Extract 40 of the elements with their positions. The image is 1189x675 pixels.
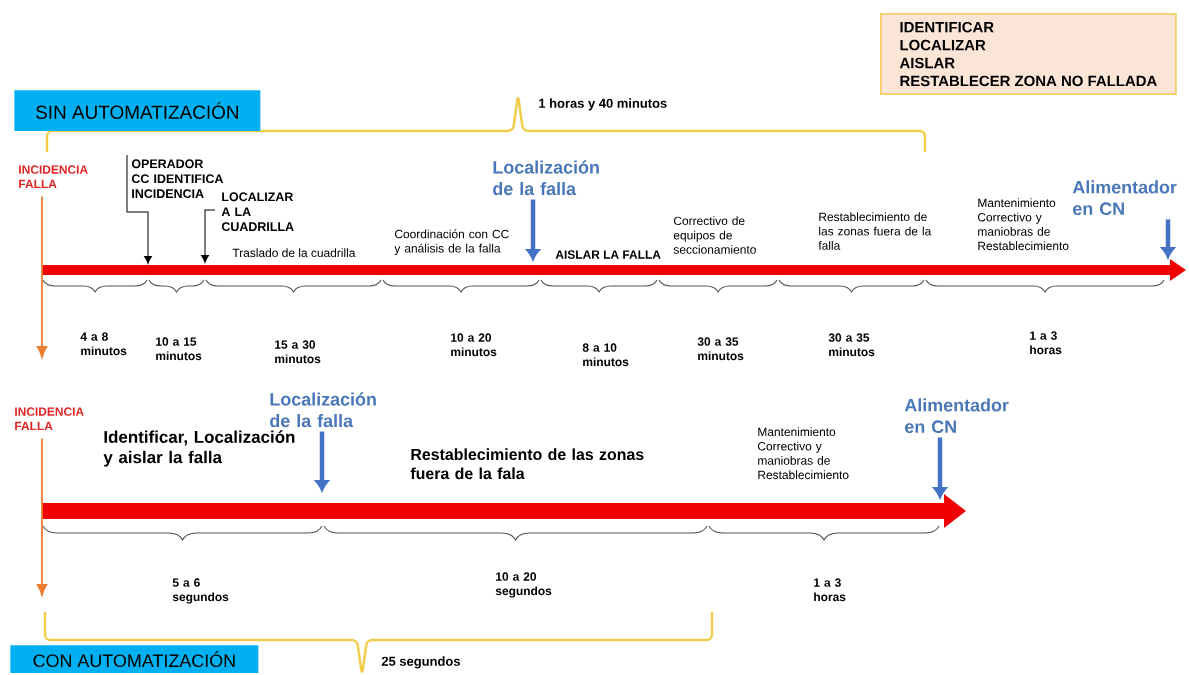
duration-label: 4 a 8 minutos [80, 332, 127, 356]
phase-label: Mantenimiento Correctivo y maniobras de Restablecimiento [757, 427, 849, 480]
duration-label: 1 a 3 horas [814, 578, 846, 602]
duration-label: 15 a 30 minutos [275, 340, 321, 364]
duration-label: 10 a 15 minutos [156, 337, 202, 361]
event-label: INCIDENCIA FALLA [19, 165, 88, 189]
duration-label: 1 horas y 40 minutos [539, 98, 667, 111]
section-banner: CON AUTOMATIZACIÓN [10, 645, 259, 674]
duration-label: 30 a 35 minutos [697, 337, 744, 361]
duration-label: 8 a 10 minutos [582, 343, 629, 367]
phase-label: Identificar, Localización y aislar la falla [103, 430, 295, 467]
milestone-label: Alimentador en CN [904, 398, 1009, 434]
duration-label: 25 segundos [381, 656, 460, 669]
section-banner: SIN AUTOMATIZACIÓN [14, 90, 261, 131]
step-label: LOCALIZAR A LA CUADRILLA [221, 192, 294, 232]
event-label: INCIDENCIA FALLA [15, 407, 84, 431]
phase-label: Traslado de la cuadrilla [232, 248, 356, 258]
phase-label: Correctivo de equipos de seccionamiento [673, 216, 756, 254]
arrow [126, 154, 152, 264]
duration-label: 30 a 35 minutos [828, 333, 875, 357]
arrow [526, 199, 540, 261]
arrow [201, 209, 216, 263]
phase-label: Restablecimiento de las zonas fuera de la falla [818, 212, 932, 250]
phase-label: Mantenimiento Correctivo y maniobras de Restablecimiento [977, 198, 1069, 251]
arrow [36, 195, 48, 358]
milestone-label: Localización de la falla [493, 160, 599, 196]
arrow [36, 437, 48, 596]
milestone-label: Alimentador en CN [1072, 180, 1177, 216]
arrow [1161, 219, 1175, 259]
phase-label: Coordinación con CC y análisis de la falla [394, 229, 509, 255]
phase-label: Restablecimiento de las zonas fuera de la fala [410, 448, 644, 480]
arrow [933, 437, 947, 499]
phase-label: AISLAR LA FALLA [555, 250, 661, 259]
duration-label: 5 a 6 segundos [172, 578, 229, 604]
arrow [315, 431, 329, 492]
steps-box: IDENTIFICAR LOCALIZAR AISLAR RESTABLECER ZONA NO FALLADA [880, 13, 1177, 96]
duration-label: 10 a 20 minutos [451, 333, 497, 357]
duration-label: 10 a 20 segundos [495, 572, 552, 598]
duration-label: 1 a 3 horas [1030, 331, 1062, 355]
milestone-label: Localización de la falla [270, 392, 376, 428]
